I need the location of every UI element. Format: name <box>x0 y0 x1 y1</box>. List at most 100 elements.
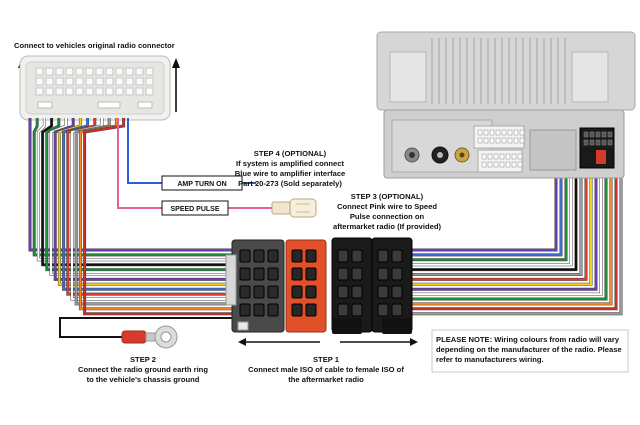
left-wire <box>75 118 232 305</box>
iso-connector-black-female <box>371 237 413 334</box>
iso-pin <box>305 285 317 299</box>
step4-line-1: If system is amplified connect <box>236 159 345 168</box>
iso-pin <box>267 249 279 263</box>
connector-pin <box>75 87 84 96</box>
iso-pin <box>391 285 403 299</box>
step2-line-1: Connect the radio ground earth ring <box>78 365 208 374</box>
iso-pin <box>391 249 403 263</box>
connector-pin <box>65 67 74 76</box>
left-wire <box>33 118 232 256</box>
iso-pin <box>351 267 363 281</box>
connector-pin <box>135 67 144 76</box>
left-wire <box>83 118 232 315</box>
right-wire <box>412 176 587 281</box>
right-wire <box>412 176 597 291</box>
right-wire <box>412 176 567 261</box>
right-wire <box>412 176 592 286</box>
connector-pin <box>105 87 114 96</box>
right-wire <box>412 176 612 305</box>
amp-turn-on-box <box>161 175 243 191</box>
radio-pin <box>583 139 589 146</box>
iso-connector-red <box>285 239 327 333</box>
radio-pin <box>601 131 607 138</box>
radio-pin <box>501 137 507 144</box>
radio-pin <box>501 129 507 136</box>
iso-pin <box>253 303 265 317</box>
connector-pin <box>75 67 84 76</box>
right-wire-casing <box>412 176 598 291</box>
radio-pin <box>483 137 489 144</box>
right-wire <box>412 176 572 266</box>
radio-pin <box>517 161 523 168</box>
iso-pin <box>377 303 389 317</box>
connector-pin <box>45 87 54 96</box>
iso-pin <box>239 285 251 299</box>
amp-turn-on-label: AMP TURN ON <box>177 181 226 188</box>
radio-pin <box>487 161 493 168</box>
radio-pin <box>601 139 607 146</box>
radio-pin <box>517 153 523 160</box>
radio-pin <box>589 131 595 138</box>
right-wire-casing <box>412 176 563 257</box>
iso-pin <box>377 285 389 299</box>
right-wire <box>412 176 607 300</box>
connector-pin <box>105 67 114 76</box>
radio-pin <box>495 137 501 144</box>
iso-pin <box>337 285 349 299</box>
radio-pin <box>607 131 613 138</box>
note-line-2: depending on the manufacturer of the rad… <box>436 345 622 354</box>
connector-pin <box>145 87 154 96</box>
speed-pulse-box <box>161 200 229 216</box>
iso-pin <box>239 267 251 281</box>
connector-pin <box>95 67 104 76</box>
connector-pin <box>125 87 134 96</box>
connector-pin <box>55 67 64 76</box>
right-wire <box>412 176 617 310</box>
connector-pin <box>35 77 44 86</box>
left-wire <box>41 118 232 266</box>
connector-pin <box>135 87 144 96</box>
iso-pin <box>337 249 349 263</box>
left-wire-casing <box>45 118 232 272</box>
iso-pin <box>253 285 265 299</box>
vehicle-radio-connector <box>19 55 171 121</box>
left-wire <box>54 118 232 281</box>
connector-pin <box>105 77 114 86</box>
left-wire <box>62 118 232 291</box>
radio-pin <box>607 139 613 146</box>
radio-pin <box>477 129 483 136</box>
note-box <box>431 329 629 373</box>
connector-pin <box>125 67 134 76</box>
radio-pin <box>493 161 499 168</box>
radio-pin <box>507 129 513 136</box>
radio-pin <box>513 137 519 144</box>
right-wire-bundle <box>412 176 623 316</box>
iso-pin <box>267 303 279 317</box>
right-wire <box>412 176 577 271</box>
iso-pin <box>291 267 303 281</box>
radio-pin <box>511 153 517 160</box>
connector-pin <box>125 77 134 86</box>
right-wire <box>412 176 582 276</box>
right-wire-casing <box>412 176 568 262</box>
arrow-right-icon <box>340 338 418 346</box>
iso-pin <box>267 285 279 299</box>
aftermarket-radio <box>376 31 636 179</box>
iso-connector-grey <box>225 239 285 333</box>
left-wire <box>37 118 232 261</box>
step3-line-1: Connect Pink wire to Speed <box>337 202 437 211</box>
iso-pin <box>351 303 363 317</box>
radio-pin <box>583 131 589 138</box>
radio-pin <box>481 161 487 168</box>
radio-pin <box>489 137 495 144</box>
step1-text: STEP 1 Connect male ISO of cable to fema… <box>248 355 404 384</box>
right-wire <box>412 176 562 256</box>
left-wire <box>66 118 232 296</box>
step1-line-1: Connect male ISO of cable to female ISO … <box>248 365 404 374</box>
iso-pin <box>305 303 317 317</box>
left-wire <box>79 118 232 310</box>
radio-pin <box>595 131 601 138</box>
step4-line-3: Part 20-273 (Sold separately) <box>238 179 342 188</box>
note-text: PLEASE NOTE: Wiring colours from radio w… <box>436 335 622 364</box>
